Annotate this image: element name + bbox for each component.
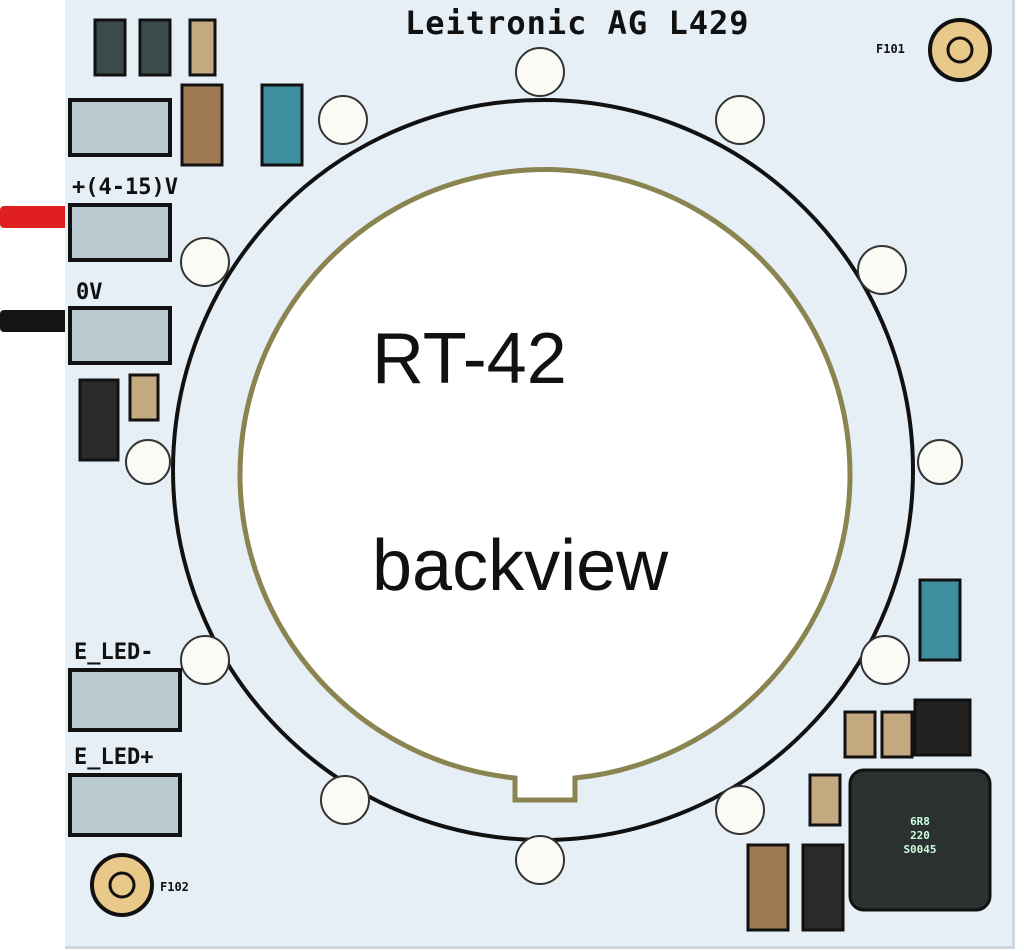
resistor xyxy=(128,373,160,422)
pad-label-e-led-minus: E_LED- xyxy=(74,640,154,665)
pad-top xyxy=(68,98,172,157)
inductor-marking: 6R8 220 S0045 xyxy=(890,815,950,857)
led xyxy=(715,785,765,835)
pad-ground xyxy=(68,306,172,365)
capacitor xyxy=(180,83,224,167)
led xyxy=(917,439,963,485)
resistor xyxy=(843,710,877,759)
resistor xyxy=(918,578,962,662)
led xyxy=(860,635,910,685)
led xyxy=(515,47,565,97)
resistor xyxy=(880,710,914,759)
inductor xyxy=(848,768,992,912)
inductor-marking-line: S0045 xyxy=(903,843,937,856)
inductor-marking-line: 6R8 xyxy=(910,815,930,828)
pad-label-positive: +(4-15)V xyxy=(72,175,178,200)
transistor xyxy=(913,698,972,757)
pad-label-e-led-plus: E_LED+ xyxy=(74,745,154,770)
led xyxy=(125,439,171,485)
center-cutout xyxy=(237,166,853,803)
pad-positive xyxy=(68,203,172,262)
caption-label: backview xyxy=(372,526,669,606)
led xyxy=(318,95,368,145)
diode xyxy=(78,378,120,462)
resistor xyxy=(808,773,842,827)
pad-label-ground: 0V xyxy=(76,280,103,305)
pad-e-led-plus xyxy=(68,773,182,837)
diode xyxy=(801,843,845,932)
led xyxy=(180,237,230,287)
manufacturer-label: Leitronic AG L429 xyxy=(405,4,750,42)
model-label: RT-42 xyxy=(372,319,567,399)
led xyxy=(515,835,565,885)
led xyxy=(180,635,230,685)
fiducial-f101 xyxy=(928,18,992,82)
resistor xyxy=(188,18,217,77)
pad-e-led-minus xyxy=(68,668,182,732)
resistor xyxy=(260,83,304,167)
inductor-marking-line: 220 xyxy=(910,829,930,842)
fiducial-label-f101: F101 xyxy=(876,42,905,56)
led xyxy=(857,245,907,295)
capacitor xyxy=(746,843,790,932)
resistor xyxy=(138,18,172,77)
led xyxy=(320,775,370,825)
fiducial-label-f102: F102 xyxy=(160,880,189,894)
fiducial-f102 xyxy=(90,853,154,917)
led xyxy=(715,95,765,145)
resistor xyxy=(93,18,127,77)
